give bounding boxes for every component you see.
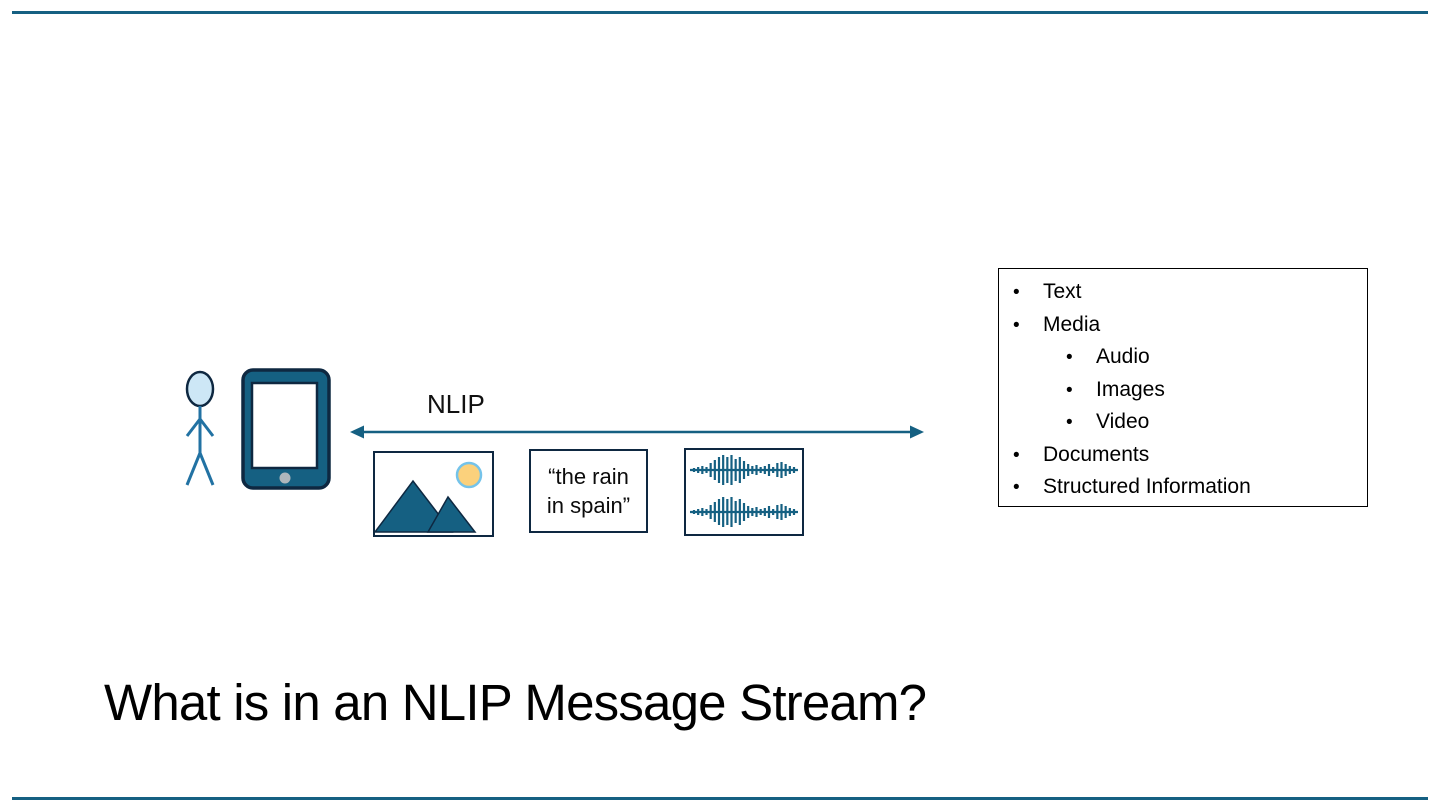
bullet-glyph: • <box>1066 347 1073 368</box>
bullet-glyph: • <box>1066 412 1073 433</box>
list-item: • Text <box>999 276 1367 309</box>
list-item-label: Structured Information <box>1043 475 1251 498</box>
bottom-rule <box>12 797 1428 800</box>
waveform-row-top <box>690 455 798 485</box>
tablet-device-icon <box>241 368 331 490</box>
text-sample-line2: in spain” <box>546 493 631 518</box>
list-item-label: Media <box>1043 312 1101 336</box>
list-item: • Structured Information <box>999 471 1367 504</box>
image-box-icon <box>373 451 494 537</box>
list-item-label: Text <box>1043 280 1082 303</box>
list-item-label: Audio <box>1096 345 1150 368</box>
list-item: • Video <box>999 406 1367 439</box>
list-item-label: Video <box>1096 410 1150 433</box>
waveform-row-bottom <box>690 497 798 527</box>
list-item: • Images <box>999 374 1367 407</box>
audio-waveform-box-icon <box>684 448 804 536</box>
list-item-label: Images <box>1096 377 1165 401</box>
bullet-glyph: • <box>1013 314 1020 336</box>
content-types-panel: • Text • Media • Audio • Images • Video • Documents… <box>998 268 1368 507</box>
nlip-double-arrow <box>350 425 924 439</box>
text-sample-box: “the rain in spain” <box>529 449 648 533</box>
slide-title: What is in an NLIP Message Stream? <box>104 674 927 731</box>
bullet-glyph: • <box>1066 379 1073 401</box>
text-sample-line1: “the rain <box>548 464 629 489</box>
bullet-glyph: • <box>1013 477 1020 498</box>
bullet-glyph: • <box>1013 282 1020 303</box>
list-item: • Documents <box>999 439 1367 472</box>
list-item-label: Documents <box>1043 442 1150 466</box>
arrow-label: NLIP <box>427 389 485 419</box>
list-item: • Audio <box>999 341 1367 374</box>
top-rule <box>12 11 1428 14</box>
person-stick-figure-icon <box>185 370 215 486</box>
bullet-glyph: • <box>1013 444 1020 466</box>
list-item: • Media <box>999 309 1367 342</box>
